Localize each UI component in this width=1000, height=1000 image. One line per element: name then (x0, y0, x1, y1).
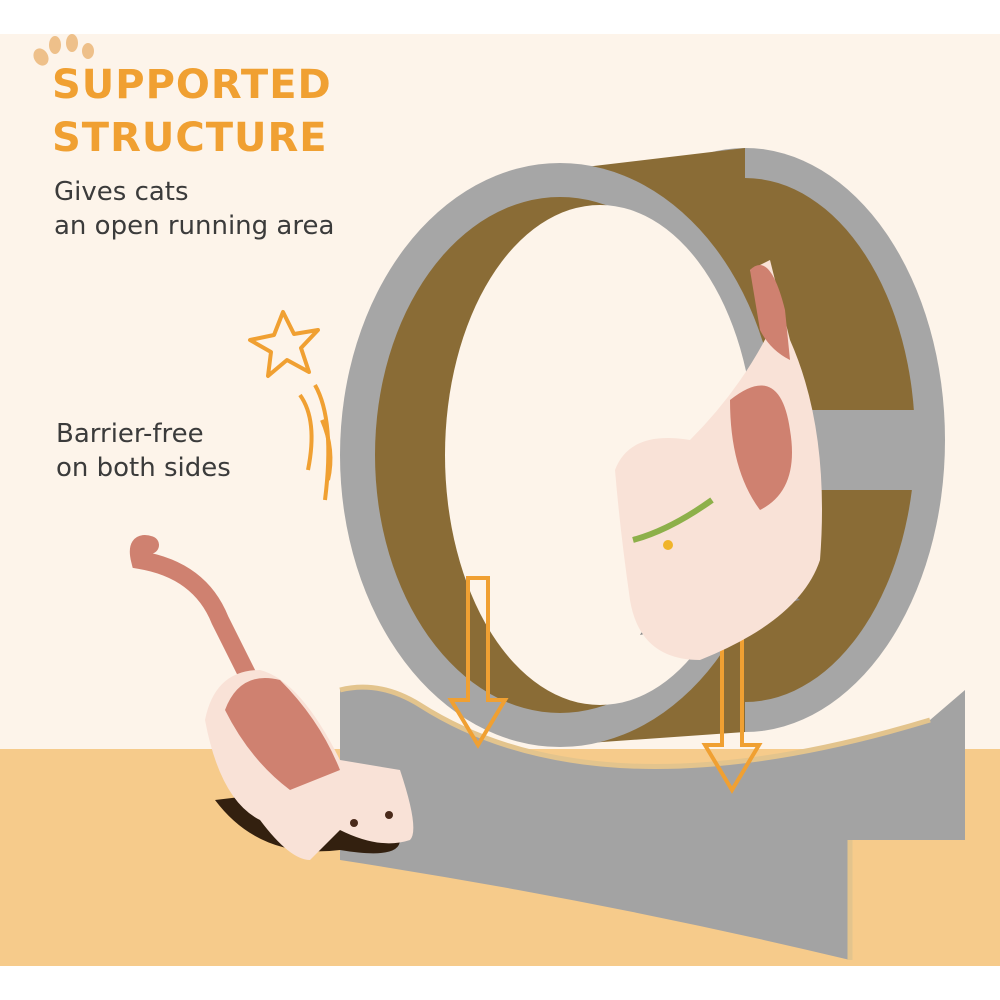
running-cat (615, 260, 822, 660)
star-icon (248, 310, 333, 501)
side-note-line-2: on both sides (56, 453, 231, 483)
headline-line-2: STRUCTURE (52, 115, 328, 161)
subtitle-line-1: Gives cats (54, 177, 189, 207)
down-arrow-icon (447, 576, 763, 794)
crouching-cat (129, 535, 414, 860)
wheel-base (339, 684, 965, 960)
paw-icon (33, 34, 94, 66)
headline-line-1: SUPPORTED (52, 62, 332, 108)
subtitle-line-2: an open running area (54, 211, 335, 241)
side-note-line-1: Barrier-free (56, 419, 204, 449)
